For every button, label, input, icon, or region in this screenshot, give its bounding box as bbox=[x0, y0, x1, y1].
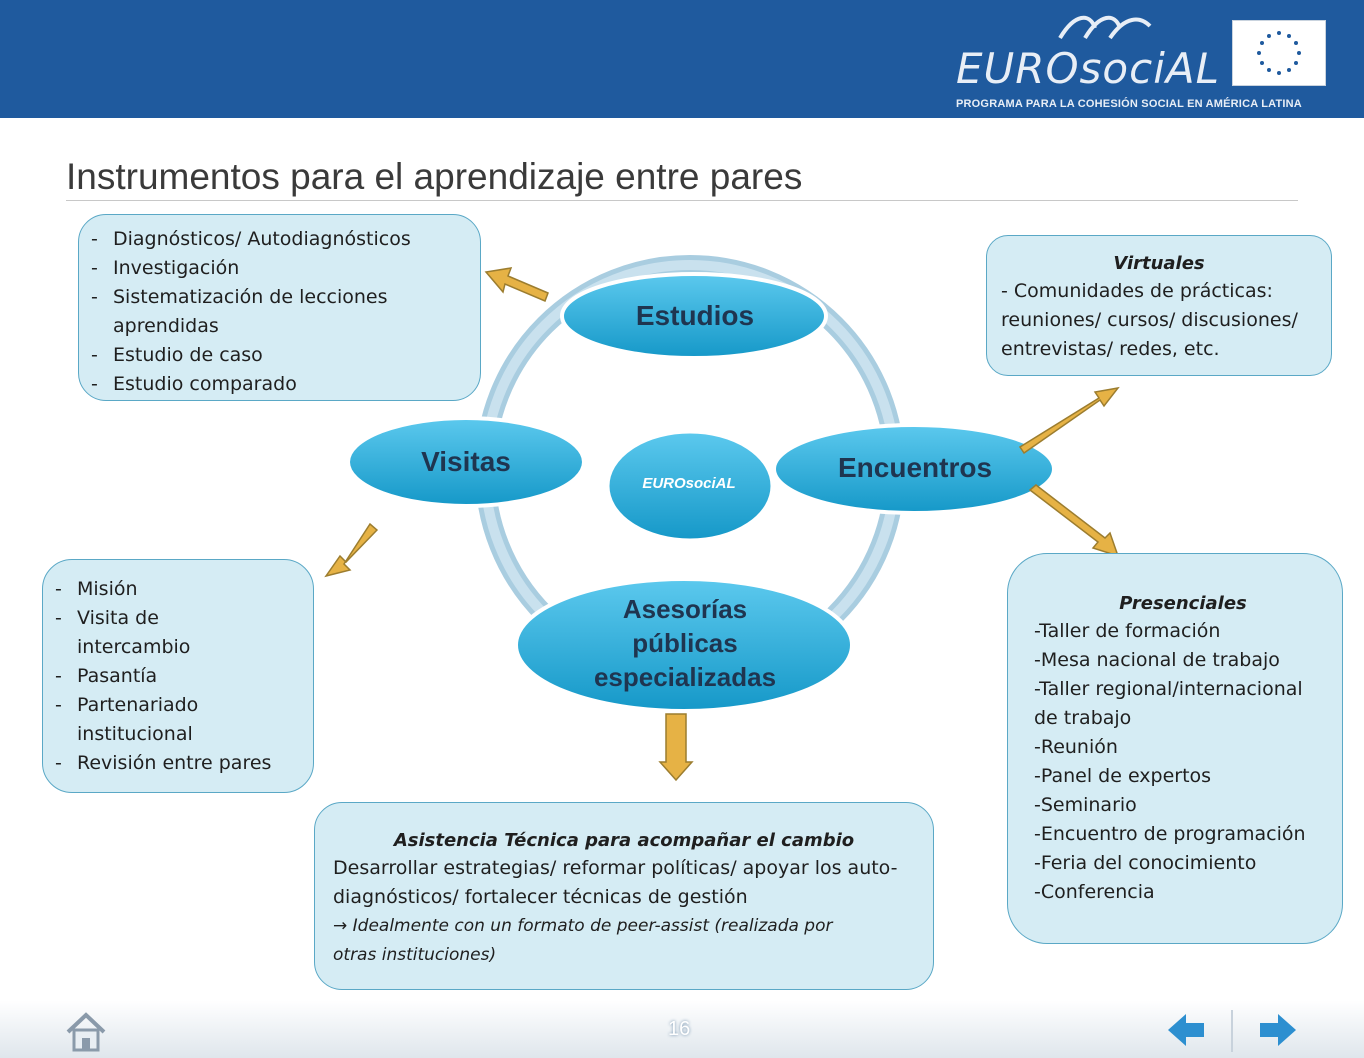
node-label-encuentros: Encuentros bbox=[837, 452, 993, 483]
list-item: Visita de bbox=[43, 604, 313, 633]
list-item: Revisión entre pares bbox=[43, 749, 313, 778]
virtuales-line: entrevistas/ redes, etc. bbox=[1001, 338, 1220, 360]
asistencia-line: diagnósticos/ fortalecer técnicas de ges… bbox=[333, 886, 748, 908]
asistencia-line: otras instituciones) bbox=[333, 945, 497, 965]
title-divider bbox=[66, 200, 1298, 201]
arrow-virtuales bbox=[1018, 386, 1120, 455]
footer-bar bbox=[0, 1000, 1364, 1058]
presenciales-line: -Panel de expertos bbox=[1034, 765, 1212, 787]
virtuales-line: reuniones/ cursos/ discusiones/ bbox=[1001, 309, 1298, 331]
slide-title: Instrumentos para el aprendizaje entre p… bbox=[66, 156, 803, 197]
node-estudios bbox=[560, 272, 828, 360]
virtuales-box: Virtuales - Comunidades de prácticas: re… bbox=[986, 235, 1332, 376]
virtuales-heading: Virtuales bbox=[1113, 253, 1205, 274]
list-item: Estudio comparado bbox=[79, 370, 480, 399]
list-item: Misión bbox=[43, 575, 313, 604]
asistencia-box: Asistencia Técnica para acompañar el cam… bbox=[314, 802, 934, 990]
visitas-box: Misión Visita de intercambio Pasantía Pa… bbox=[42, 559, 314, 793]
eurosocial-logo: EUROsociAL PROGRAMA PARA LA COHESIÓN SOC… bbox=[940, 6, 1340, 114]
asesorias-line-3: especializadas bbox=[593, 662, 777, 692]
asistencia-line: → Idealmente con un formato de peer-assi… bbox=[333, 916, 833, 936]
list-item: Partenariado bbox=[43, 691, 313, 720]
arrow-visitas bbox=[324, 522, 379, 578]
asistencia-line: Desarrollar estrategias/ reformar políti… bbox=[333, 857, 898, 879]
page-number: 16 bbox=[668, 1018, 691, 1040]
arrow-asistencia bbox=[658, 713, 694, 782]
next-arrow-icon[interactable] bbox=[1258, 1012, 1298, 1048]
list-item-continuation: aprendidas bbox=[113, 315, 219, 337]
list-item: Pasantía bbox=[43, 662, 313, 691]
presenciales-line: -Mesa nacional de trabajo bbox=[1034, 649, 1280, 671]
presenciales-box: Presenciales -Taller de formación -Mesa … bbox=[1007, 553, 1343, 944]
list-item: Investigación bbox=[79, 254, 480, 283]
presenciales-line: de trabajo bbox=[1034, 707, 1132, 729]
list-item: Sistematización de lecciones bbox=[79, 283, 480, 312]
presenciales-line: -Taller de formación bbox=[1034, 620, 1221, 642]
logo-tagline: PROGRAMA PARA LA COHESIÓN SOCIAL EN AMÉR… bbox=[956, 98, 1302, 110]
node-visitas bbox=[346, 416, 586, 508]
center-node bbox=[606, 430, 774, 542]
logo-wordmark: EUROsociAL bbox=[956, 44, 1220, 93]
presenciales-line: -Encuentro de programación bbox=[1034, 823, 1306, 845]
asesorias-line-1: Asesorías bbox=[622, 594, 748, 624]
node-asesorias bbox=[514, 577, 854, 713]
arrow-estudios bbox=[484, 267, 549, 302]
list-item: Diagnósticos/ Autodiagnósticos bbox=[79, 225, 480, 254]
list-item-continuation: institucional bbox=[77, 723, 193, 745]
arrow-presenciales bbox=[1028, 484, 1120, 558]
virtuales-line: - Comunidades de prácticas: bbox=[1001, 280, 1273, 302]
presenciales-heading: Presenciales bbox=[1119, 593, 1247, 614]
header-banner: EUROsociAL PROGRAMA PARA LA COHESIÓN SOC… bbox=[0, 0, 1364, 118]
node-label-estudios: Estudios bbox=[635, 300, 755, 331]
asistencia-heading: Asistencia Técnica para acompañar el cam… bbox=[393, 830, 855, 851]
presenciales-line: -Reunión bbox=[1034, 736, 1118, 758]
eu-flag-icon bbox=[1232, 20, 1326, 86]
presenciales-line: -Conferencia bbox=[1034, 881, 1155, 903]
node-label-asesorias: Asesorías públicas especializadas bbox=[560, 592, 810, 694]
presenciales-line: -Taller regional/internacional bbox=[1034, 678, 1303, 700]
nav-divider bbox=[1231, 1010, 1233, 1052]
presenciales-line: -Seminario bbox=[1034, 794, 1137, 816]
home-icon[interactable] bbox=[64, 1010, 108, 1052]
asesorias-line-2: públicas bbox=[632, 628, 738, 658]
node-label-visitas: Visitas bbox=[421, 446, 511, 477]
list-item-continuation: intercambio bbox=[77, 636, 191, 658]
estudios-box: Diagnósticos/ Autodiagnósticos Investiga… bbox=[78, 214, 481, 401]
previous-arrow-icon[interactable] bbox=[1166, 1012, 1206, 1048]
list-item: Estudio de caso bbox=[79, 341, 480, 370]
logo-swash-icon bbox=[1058, 15, 1152, 40]
center-label: EUROsociAL bbox=[642, 475, 736, 492]
presenciales-line: -Feria del conocimiento bbox=[1034, 852, 1257, 874]
node-encuentros bbox=[772, 423, 1056, 515]
